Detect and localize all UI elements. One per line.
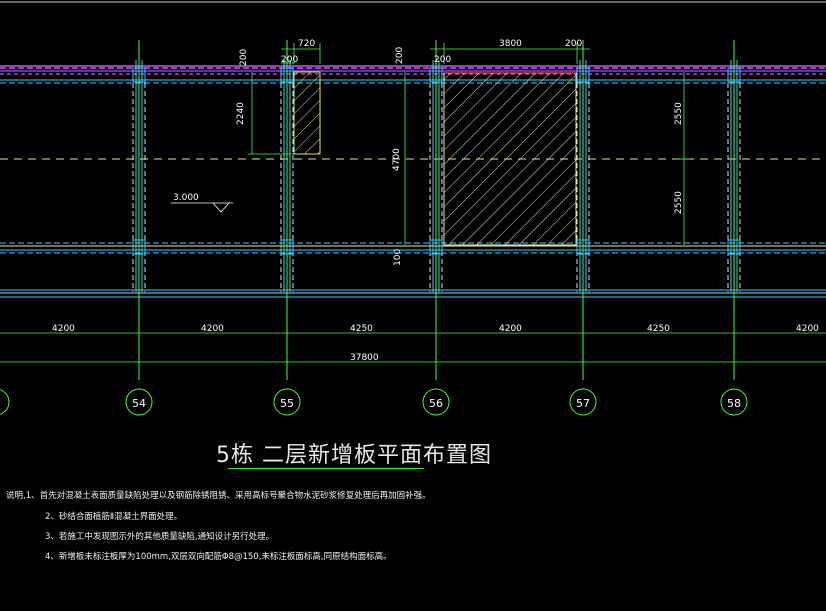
column-58 bbox=[727, 40, 741, 380]
top-dimensions bbox=[281, 43, 590, 64]
bottom-dim-1: 4200 bbox=[52, 324, 75, 334]
column-55 bbox=[280, 40, 294, 380]
dim-4700: 4700 bbox=[392, 148, 402, 171]
bottom-dim-2: 4200 bbox=[201, 324, 224, 334]
title-underline bbox=[228, 468, 424, 469]
axis-label-57: 57 bbox=[576, 397, 590, 410]
level-marker: 3.000 bbox=[171, 193, 233, 213]
bottom-dimensions bbox=[0, 326, 826, 363]
new-slab-small bbox=[293, 71, 321, 155]
dim-2550-b: 2550 bbox=[674, 191, 684, 214]
dim-200-a: 200 bbox=[281, 55, 298, 65]
bottom-dim-4: 4200 bbox=[499, 324, 522, 334]
top-dim-labels: 720 200 200 3800 200 200 200 bbox=[239, 39, 582, 66]
bottom-dim-5: 4250 bbox=[647, 324, 670, 334]
dim-720: 720 bbox=[298, 39, 315, 49]
dim-200-e: 200 bbox=[395, 47, 405, 64]
top-beam bbox=[0, 65, 826, 84]
axis-label-55: 55 bbox=[280, 397, 294, 410]
note-3: 3、若施工中发现图示外的其他质量缺陷,通知设计另行处理。 bbox=[45, 532, 275, 542]
level-mark-text: 3.000 bbox=[173, 193, 199, 203]
dim-100: 100 bbox=[393, 249, 403, 266]
column-56 bbox=[429, 40, 443, 380]
vertical-dimensions bbox=[248, 72, 690, 245]
dim-2240: 2240 bbox=[236, 102, 246, 125]
dim-200-d: 200 bbox=[565, 39, 582, 49]
drawing-title: 5栋 二层新增板平面布置图 bbox=[216, 443, 492, 468]
axis-bubbles bbox=[0, 388, 748, 416]
column-57 bbox=[576, 40, 590, 380]
bottom-dim-labels: 4200 4200 4250 4200 4250 4200 37800 bbox=[52, 324, 819, 363]
dim-2550-a: 2550 bbox=[674, 102, 684, 125]
dim-200-b: 200 bbox=[434, 55, 451, 65]
new-slab-large bbox=[443, 72, 577, 246]
axis-label-54: 54 bbox=[132, 397, 146, 410]
vertical-dim-labels: 2240 4700 100 2550 2550 bbox=[236, 102, 684, 266]
dim-3800: 3800 bbox=[499, 39, 522, 49]
column-54 bbox=[132, 40, 146, 380]
axis-label-56: 56 bbox=[429, 397, 443, 410]
columns bbox=[132, 40, 741, 380]
bottom-dim-3: 4250 bbox=[350, 324, 373, 334]
note-2: 2、砂结合面植筋Ⅱ混凝土界面处理。 bbox=[45, 512, 183, 522]
dim-200-c: 200 bbox=[239, 49, 249, 66]
axis-label-58: 58 bbox=[727, 397, 741, 410]
axis-labels: 54 55 56 57 58 bbox=[132, 397, 741, 410]
total-dim: 37800 bbox=[350, 353, 379, 363]
lower-beam bbox=[0, 242, 826, 298]
note-4: 4、新增板未标注板厚为100mm,双层双向配筋Φ8@150,未标注板面标高,同原… bbox=[45, 552, 392, 562]
note-1: 说明,1、首先对混凝土表面质量缺陷处理以及钢筋除锈阻锈、采用高标号聚合物水泥砂浆… bbox=[6, 491, 431, 501]
bottom-dim-6: 4200 bbox=[796, 324, 819, 334]
